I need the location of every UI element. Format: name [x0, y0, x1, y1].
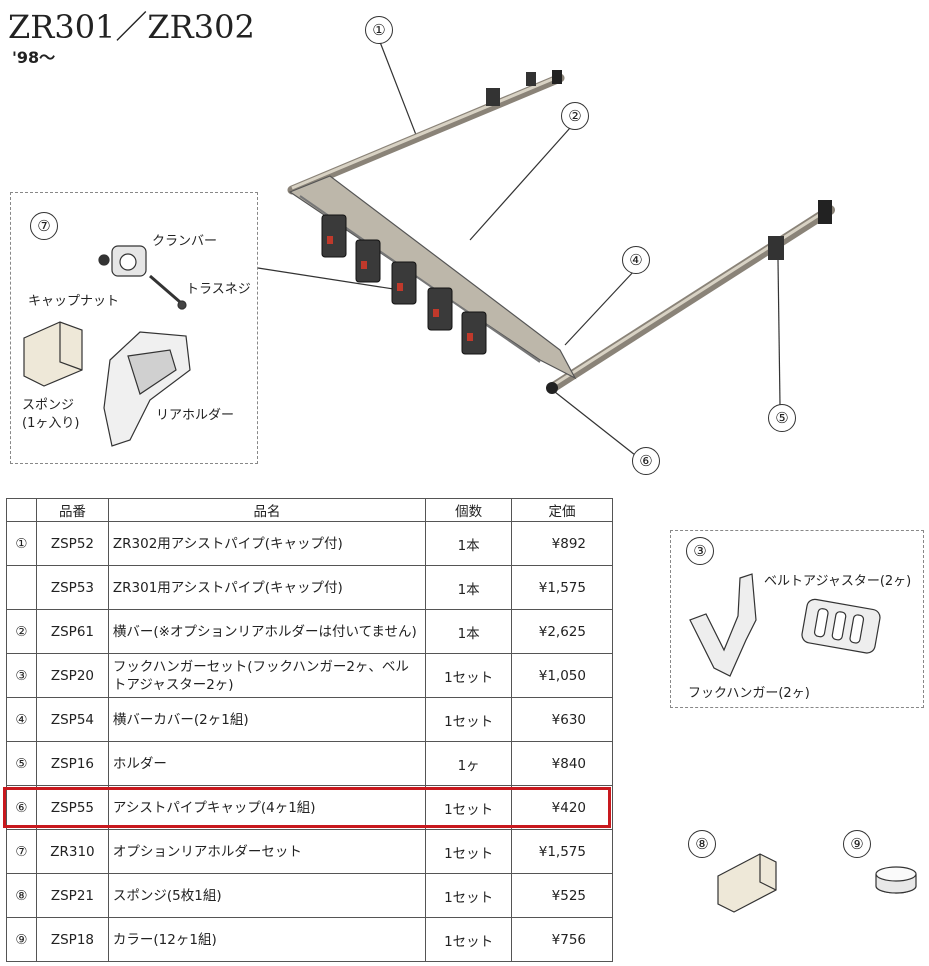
callout-8: ⑧ — [688, 830, 716, 858]
row-name: カラー(12ヶ1組) — [107, 917, 427, 962]
row-qty: 1セット — [425, 829, 513, 874]
leader-lines — [257, 41, 781, 456]
callout-2: ② — [561, 102, 589, 130]
table-row-highlighted: ⑥ ZSP55 アシストパイプキャップ(4ヶ1組) 1セット ¥420 — [6, 785, 613, 830]
callout-7: ⑦ — [30, 212, 58, 240]
header-code: 品番 — [35, 498, 109, 522]
row-name: 横バー(※オプションリアホルダーは付いてません) — [107, 609, 427, 654]
label-hook-hanger: フックハンガー(2ヶ) — [688, 686, 810, 701]
row-highlight-box — [3, 787, 611, 828]
row-no: ⑦ — [6, 829, 37, 874]
row-code: ZSP21 — [35, 873, 109, 918]
row-no: ⑤ — [6, 741, 37, 786]
row-qty: 1本 — [425, 565, 513, 610]
row-no: ② — [6, 609, 37, 654]
table-row: ③ ZSP20 フックハンガーセット(フックハンガー2ヶ、ベルトアジャスター2ヶ… — [6, 653, 613, 698]
detail7-drawing — [23, 245, 191, 447]
row-code: ZR310 — [35, 829, 109, 874]
row-no: ① — [6, 521, 37, 566]
label-truss-screw: トラスネジ — [186, 282, 251, 297]
row-qty: 1本 — [425, 521, 513, 566]
row-qty: 1セット — [425, 917, 513, 962]
table-row: ④ ZSP54 横バーカバー(2ヶ1組) 1セット ¥630 — [6, 697, 613, 742]
row-code: ZSP52 — [35, 521, 109, 566]
row-name: アシストパイプキャップ(4ヶ1組) — [107, 785, 427, 830]
row-code: ZSP61 — [35, 609, 109, 654]
assist-pipe-lower-drawing — [546, 200, 835, 394]
row-name: 横バーカバー(2ヶ1組) — [107, 697, 427, 742]
callout-4: ④ — [622, 246, 650, 274]
detail-box-7 — [10, 192, 258, 464]
row-name: ZR301用アシストパイプ(キャップ付) — [107, 565, 427, 610]
row-qty: 1ヶ — [425, 741, 513, 786]
table-header-row: 品番 品名 個数 定価 — [6, 498, 613, 522]
table-row: ⑨ ZSP18 カラー(12ヶ1組) 1セット ¥756 — [6, 917, 613, 962]
row-code: ZSP18 — [35, 917, 109, 962]
row-price: ¥2,625 — [511, 609, 613, 654]
row-code: ZSP16 — [35, 741, 109, 786]
callout-3: ③ — [686, 537, 714, 565]
row-code: ZSP53 — [35, 565, 109, 610]
table-row: ② ZSP61 横バー(※オプションリアホルダーは付いてません) 1本 ¥2,6… — [6, 609, 613, 654]
row-name: スポンジ(5枚1組) — [107, 873, 427, 918]
page-title: ZR301／ZR302 — [8, 8, 255, 46]
row-name: フックハンガーセット(フックハンガー2ヶ、ベルトアジャスター2ヶ) — [107, 653, 427, 698]
detail-box-3 — [670, 530, 924, 708]
row-qty: 1セット — [425, 873, 513, 918]
label-sponge-qty: (1ヶ入り) — [22, 416, 80, 431]
row-price: ¥840 — [511, 741, 613, 786]
table-row: ⑦ ZR310 オプションリアホルダーセット 1セット ¥1,575 — [6, 829, 613, 874]
detail3-drawing — [689, 573, 881, 677]
table-row: ① ZSP52 ZR302用アシストパイプ(キャップ付) 1本 ¥892 — [6, 521, 613, 566]
row-name: ZR302用アシストパイプ(キャップ付) — [107, 521, 427, 566]
table-row: ZSP53 ZR301用アシストパイプ(キャップ付) 1本 ¥1,575 — [6, 565, 613, 610]
row-qty: 1セット — [425, 653, 513, 698]
header-qty: 個数 — [425, 498, 513, 522]
parts-table: 品番 品名 個数 定価 ① ZSP52 ZR302用アシストパイプ(キャップ付)… — [6, 498, 613, 962]
label-rear-holder: リアホルダー — [156, 408, 235, 423]
callout-1: ① — [365, 16, 393, 44]
row-code: ZSP20 — [35, 653, 109, 698]
model-years: '98〜 — [12, 48, 56, 67]
row-qty: 1セット — [425, 785, 513, 830]
row-name: オプションリアホルダーセット — [107, 829, 427, 874]
label-sponge: スポンジ — [22, 398, 75, 413]
table-row: ⑤ ZSP16 ホルダー 1ヶ ¥840 — [6, 741, 613, 786]
label-belt-adjuster: ベルトアジャスター(2ヶ) — [764, 574, 912, 589]
row-no: ⑨ — [6, 917, 37, 962]
row-price: ¥1,050 — [511, 653, 613, 698]
table-row: ⑧ ZSP21 スポンジ(5枚1組) 1セット ¥525 — [6, 873, 613, 918]
row-no: ④ — [6, 697, 37, 742]
callout-5: ⑤ — [768, 404, 796, 432]
row-price: ¥1,575 — [511, 829, 613, 874]
callout-9: ⑨ — [843, 830, 871, 858]
cross-bar-drawing — [288, 175, 577, 380]
label-cap-nut: キャップナット — [28, 294, 120, 309]
callout-6: ⑥ — [632, 447, 660, 475]
header-price: 定価 — [511, 498, 613, 522]
row-code: ZSP54 — [35, 697, 109, 742]
row-no: ⑧ — [6, 873, 37, 918]
assist-pipe-upper-drawing — [287, 70, 565, 195]
row-price: ¥420 — [511, 785, 613, 830]
row-price: ¥756 — [511, 917, 613, 962]
row-qty: 1セット — [425, 697, 513, 742]
row-price: ¥525 — [511, 873, 613, 918]
label-clamp-bar: クランバー — [152, 234, 218, 249]
row-qty: 1本 — [425, 609, 513, 654]
row-code: ZSP55 — [35, 785, 109, 830]
header-name: 品名 — [107, 498, 427, 522]
header-no — [6, 498, 37, 522]
row-price: ¥1,575 — [511, 565, 613, 610]
row-price: ¥892 — [511, 521, 613, 566]
sponge-drawing — [717, 853, 777, 913]
row-name: ホルダー — [107, 741, 427, 786]
row-no — [6, 565, 37, 610]
row-no: ③ — [6, 653, 37, 698]
row-price: ¥630 — [511, 697, 613, 742]
collar-drawing — [875, 866, 917, 894]
